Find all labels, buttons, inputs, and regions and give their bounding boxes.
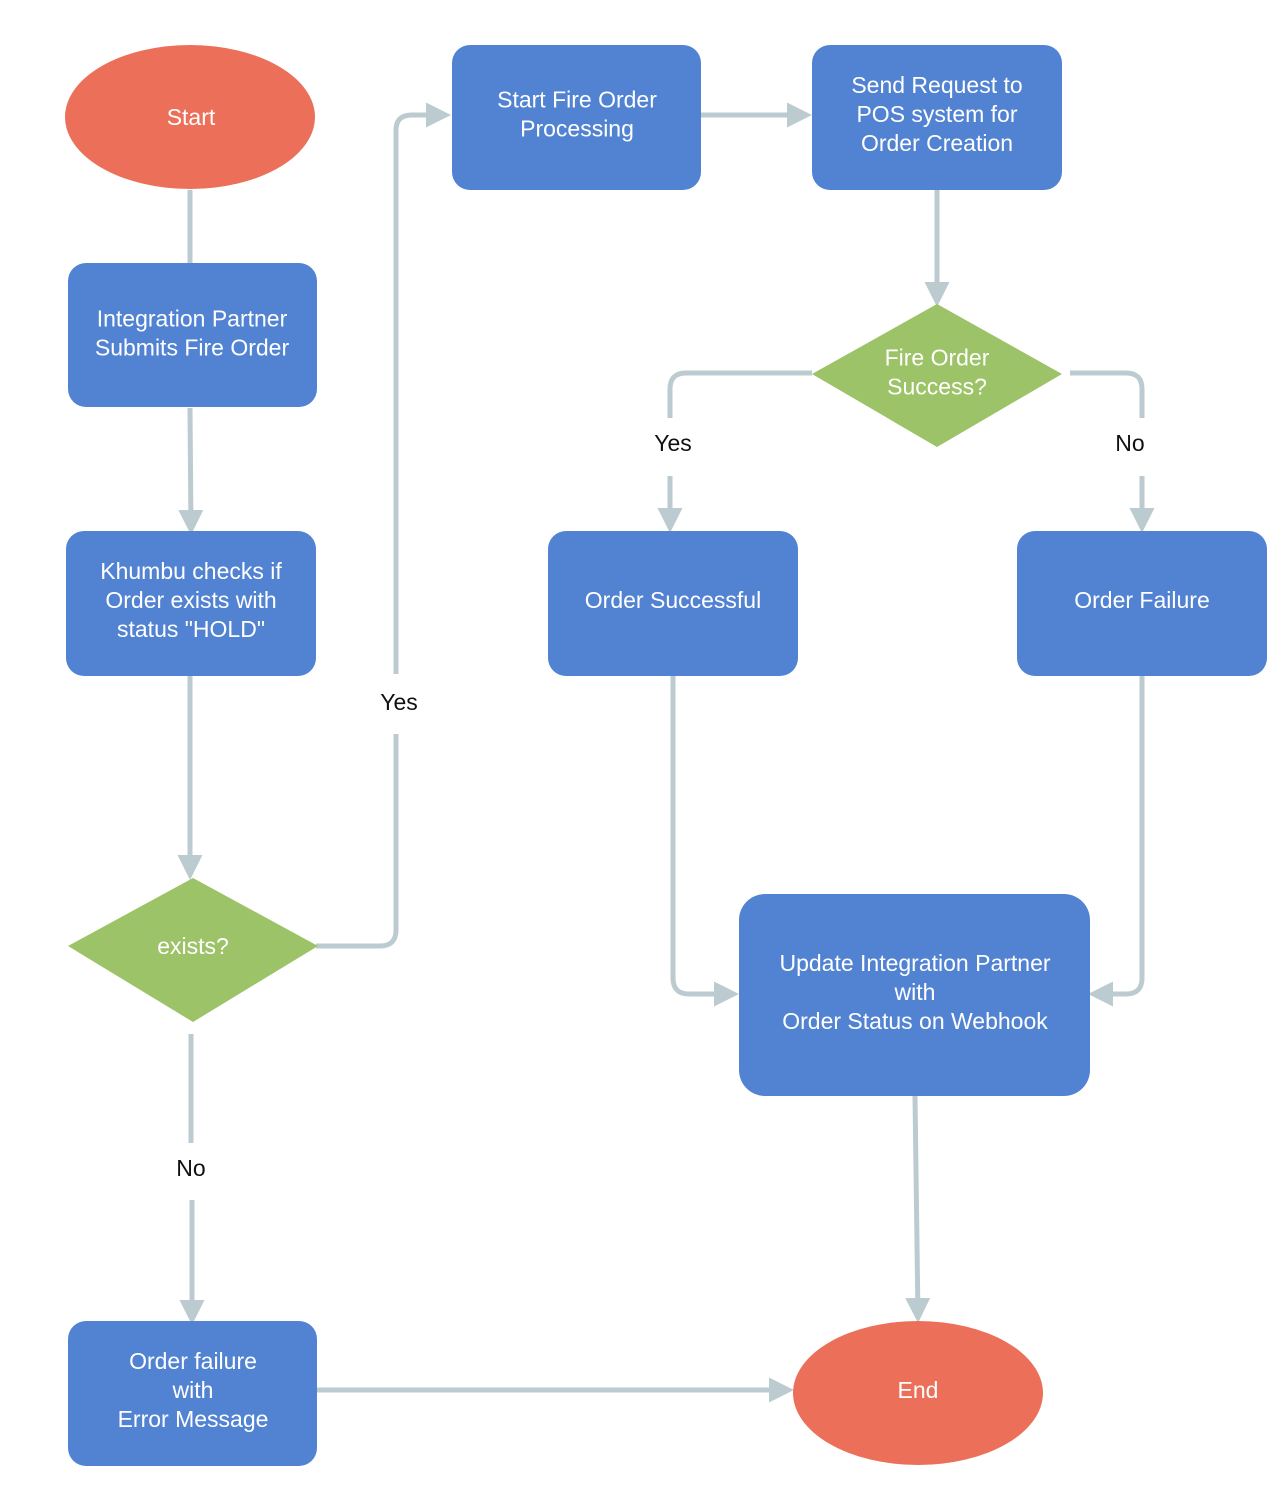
order-failure-box: Order Failure — [1017, 531, 1267, 676]
order-failure-label: Order Failure — [1074, 587, 1209, 613]
label-exists-yes: Yes — [380, 689, 418, 715]
end-terminal: End — [793, 1321, 1043, 1465]
node-label-line: Order Successful — [585, 587, 761, 613]
edge-fire-yes-upper — [667, 370, 812, 418]
node-label-line: Update Integration Partner — [779, 950, 1050, 976]
start-label: Start — [167, 104, 216, 130]
label-fire-yes: Yes — [654, 430, 692, 456]
exists-decision-label: exists? — [157, 933, 229, 959]
start-terminal: Start — [65, 45, 315, 189]
check-hold-status-label: Khumbu checks if Order exists with status … — [100, 558, 282, 642]
node-label-line: Integration Partner — [97, 306, 288, 332]
edge-update-to-end — [905, 1095, 931, 1323]
node-label-line: exists? — [157, 933, 229, 959]
node-label-line: End — [898, 1377, 939, 1403]
node-label-line: Order Status on Webhook — [782, 1008, 1048, 1034]
node-label-line: POS system for — [856, 101, 1017, 127]
label-fire-no: No — [1115, 430, 1144, 456]
node-label-line: Order Creation — [861, 130, 1013, 156]
node-label-line: with — [894, 979, 936, 1005]
node-label-line: Send Request to — [851, 72, 1022, 98]
order-successful-box: Order Successful — [548, 531, 798, 676]
edge-success-to-update — [670, 676, 739, 1007]
edge-fire-no-upper — [1070, 370, 1145, 418]
node-label-line: Submits Fire Order — [95, 335, 290, 361]
check-hold-status-box: Khumbu checks if Order exists with status … — [66, 531, 316, 676]
node-label-line: Success? — [887, 374, 987, 400]
node-label-line: with — [172, 1377, 214, 1403]
node-label-line: Order failure — [129, 1348, 257, 1374]
node-label-line: Khumbu checks if — [100, 558, 282, 584]
edge-labels: Yes No Yes No — [176, 430, 1144, 1181]
node-label-line: Start — [167, 104, 216, 130]
edge-exists-yes-lower — [316, 734, 399, 949]
end-label: End — [898, 1377, 939, 1403]
exists-decision: exists? — [68, 878, 318, 1022]
node-label-line: Fire Order — [885, 345, 990, 371]
edge-exists-yes-upper — [393, 102, 451, 674]
node-label-line: Order Failure — [1074, 587, 1209, 613]
order-successful-label: Order Successful — [585, 587, 761, 613]
label-exists-no: No — [176, 1155, 205, 1181]
node-label-line: Error Message — [118, 1406, 269, 1432]
node-label-line: Order exists with — [105, 587, 276, 613]
node-label-line: Processing — [520, 116, 634, 142]
edge-submit-to-check — [178, 407, 204, 535]
connectors — [177, 102, 1155, 1403]
edge-failure-to-update — [1088, 676, 1145, 1007]
node-label-line: status "HOLD" — [117, 616, 265, 642]
node-label-line: Start Fire Order — [497, 87, 657, 113]
